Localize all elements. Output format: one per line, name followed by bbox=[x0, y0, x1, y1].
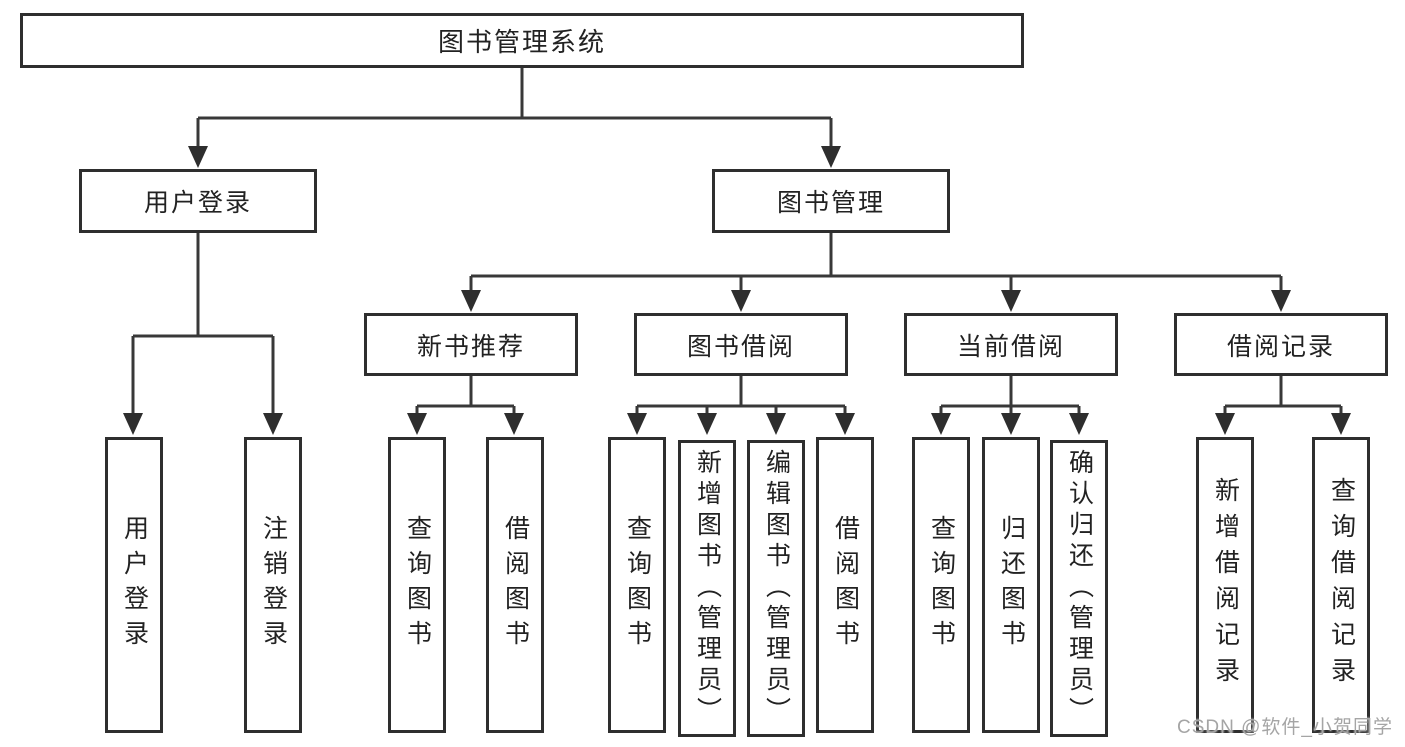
node-root-library-system: 图书管理系统 bbox=[20, 13, 1024, 68]
node-label: 新书推荐 bbox=[416, 332, 525, 361]
node-label: 用户登录 bbox=[120, 515, 149, 655]
leaf-add-borrow-record: 新增借阅记录 bbox=[1196, 437, 1254, 733]
node-current-borrow: 当前借阅 bbox=[904, 313, 1118, 376]
leaf-logout-login: 注销登录 bbox=[244, 437, 302, 733]
node-label: 确认归还（管理员） bbox=[1065, 449, 1094, 728]
node-label: 借阅记录 bbox=[1226, 332, 1335, 361]
node-borrow-records: 借阅记录 bbox=[1174, 313, 1388, 376]
node-label: 当前借阅 bbox=[956, 332, 1065, 361]
node-label: 借阅图书 bbox=[501, 515, 530, 655]
node-new-book-recommend: 新书推荐 bbox=[364, 313, 578, 376]
node-book-borrow: 图书借阅 bbox=[634, 313, 848, 376]
leaf-query-borrow-record: 查询借阅记录 bbox=[1312, 437, 1370, 733]
node-label: 注销登录 bbox=[259, 515, 288, 655]
node-label: 图书借阅 bbox=[686, 332, 795, 361]
node-label: 新增图书（管理员） bbox=[693, 449, 722, 728]
arrowheads bbox=[123, 146, 1351, 435]
node-label: 借阅图书 bbox=[831, 515, 860, 655]
leaf-borrow-books-recommend: 借阅图书 bbox=[486, 437, 544, 733]
leaf-edit-books-admin: 编辑图书（管理员） bbox=[747, 440, 805, 737]
leaf-borrow-books: 借阅图书 bbox=[816, 437, 874, 733]
leaf-add-books-admin: 新增图书（管理员） bbox=[678, 440, 736, 737]
leaf-confirm-return-admin: 确认归还（管理员） bbox=[1050, 440, 1108, 737]
node-label: 查询借阅记录 bbox=[1327, 477, 1356, 693]
node-label: 新增借阅记录 bbox=[1211, 477, 1240, 693]
node-user-login: 用户登录 bbox=[79, 169, 317, 233]
leaf-user-login: 用户登录 bbox=[105, 437, 163, 733]
leaf-query-books-borrow: 查询图书 bbox=[608, 437, 666, 733]
node-label: 查询图书 bbox=[927, 515, 956, 655]
leaf-query-books-recommend: 查询图书 bbox=[388, 437, 446, 733]
node-label: 查询图书 bbox=[623, 515, 652, 655]
node-label: 图书管理 bbox=[776, 189, 885, 217]
node-label: 图书管理系统 bbox=[437, 27, 606, 57]
node-label: 查询图书 bbox=[403, 515, 432, 655]
node-label: 归还图书 bbox=[997, 515, 1026, 655]
leaf-query-books-current: 查询图书 bbox=[912, 437, 970, 733]
leaf-return-books: 归还图书 bbox=[982, 437, 1040, 733]
node-label: 用户登录 bbox=[143, 189, 252, 217]
node-label: 编辑图书（管理员） bbox=[762, 449, 791, 728]
node-book-management: 图书管理 bbox=[712, 169, 950, 233]
csdn-watermark: CSDN @软件_小贺同学 bbox=[1177, 717, 1393, 738]
